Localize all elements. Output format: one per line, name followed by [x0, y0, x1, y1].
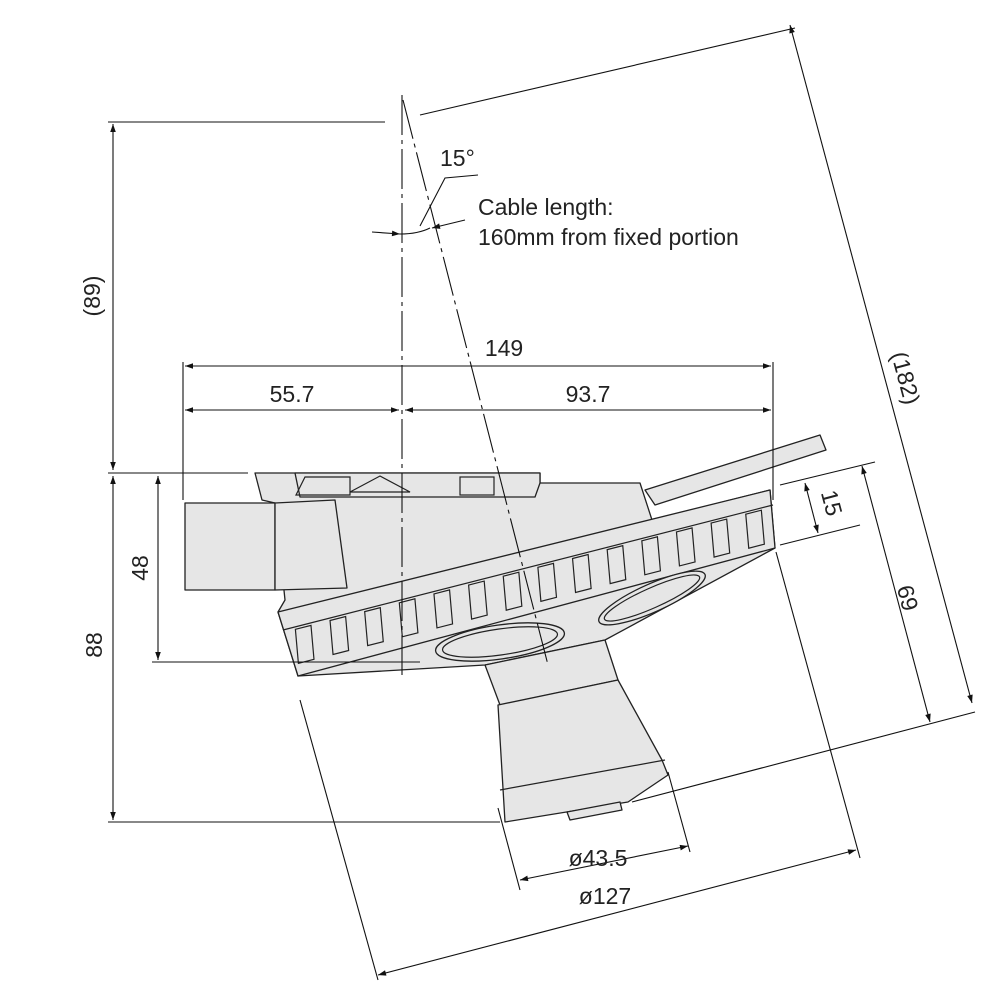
connector-box-side	[274, 499, 348, 591]
ring-tooth	[433, 589, 454, 629]
angle-label: 15°	[440, 145, 475, 171]
dim-ring-diameter: ø127	[579, 883, 631, 909]
port-thread-2	[598, 570, 706, 626]
dim-93-7: 93.7	[566, 381, 611, 407]
ring-tooth	[364, 606, 384, 647]
ring-tooth	[571, 553, 592, 594]
dim-149: 149	[485, 335, 523, 361]
dim-15: 15	[816, 487, 848, 518]
ring-teeth	[294, 509, 765, 665]
cable	[644, 434, 827, 506]
dimension-lines	[110, 24, 973, 976]
ring-tooth	[398, 598, 419, 638]
connector-box	[184, 502, 276, 591]
nozzle-cone	[497, 679, 669, 823]
ring-tooth	[745, 509, 765, 549]
ring-tooth	[329, 615, 350, 656]
dim-69: 69	[892, 582, 924, 613]
dim-88: 88	[81, 632, 107, 658]
ring-tooth	[502, 571, 523, 611]
cap-window-1	[295, 476, 351, 496]
ring-edge	[282, 504, 774, 631]
tilted-center-line	[402, 99, 549, 666]
ring-tooth	[710, 518, 731, 558]
cable-note-line2: 160mm from fixed portion	[478, 224, 739, 250]
ring-tooth	[294, 624, 315, 665]
cap-window-2	[459, 476, 495, 496]
dim-89: (89)	[79, 276, 105, 317]
ring-tooth	[537, 562, 558, 603]
cap-arrow-mark	[349, 475, 411, 493]
dim-48: 48	[127, 555, 153, 581]
ring-tooth	[641, 536, 662, 576]
ring-tooth	[606, 544, 627, 585]
ring-tooth	[675, 527, 696, 567]
port-thread-1	[434, 622, 566, 662]
nozzle-tip	[566, 801, 623, 821]
dim-182: (182)	[886, 349, 925, 408]
cable-note-line1: Cable length:	[478, 194, 614, 220]
sensor-body	[184, 434, 827, 823]
ring-tooth	[467, 580, 488, 620]
dim-nozzle-diameter: ø43.5	[569, 845, 628, 871]
dim-55-7: 55.7	[270, 381, 315, 407]
